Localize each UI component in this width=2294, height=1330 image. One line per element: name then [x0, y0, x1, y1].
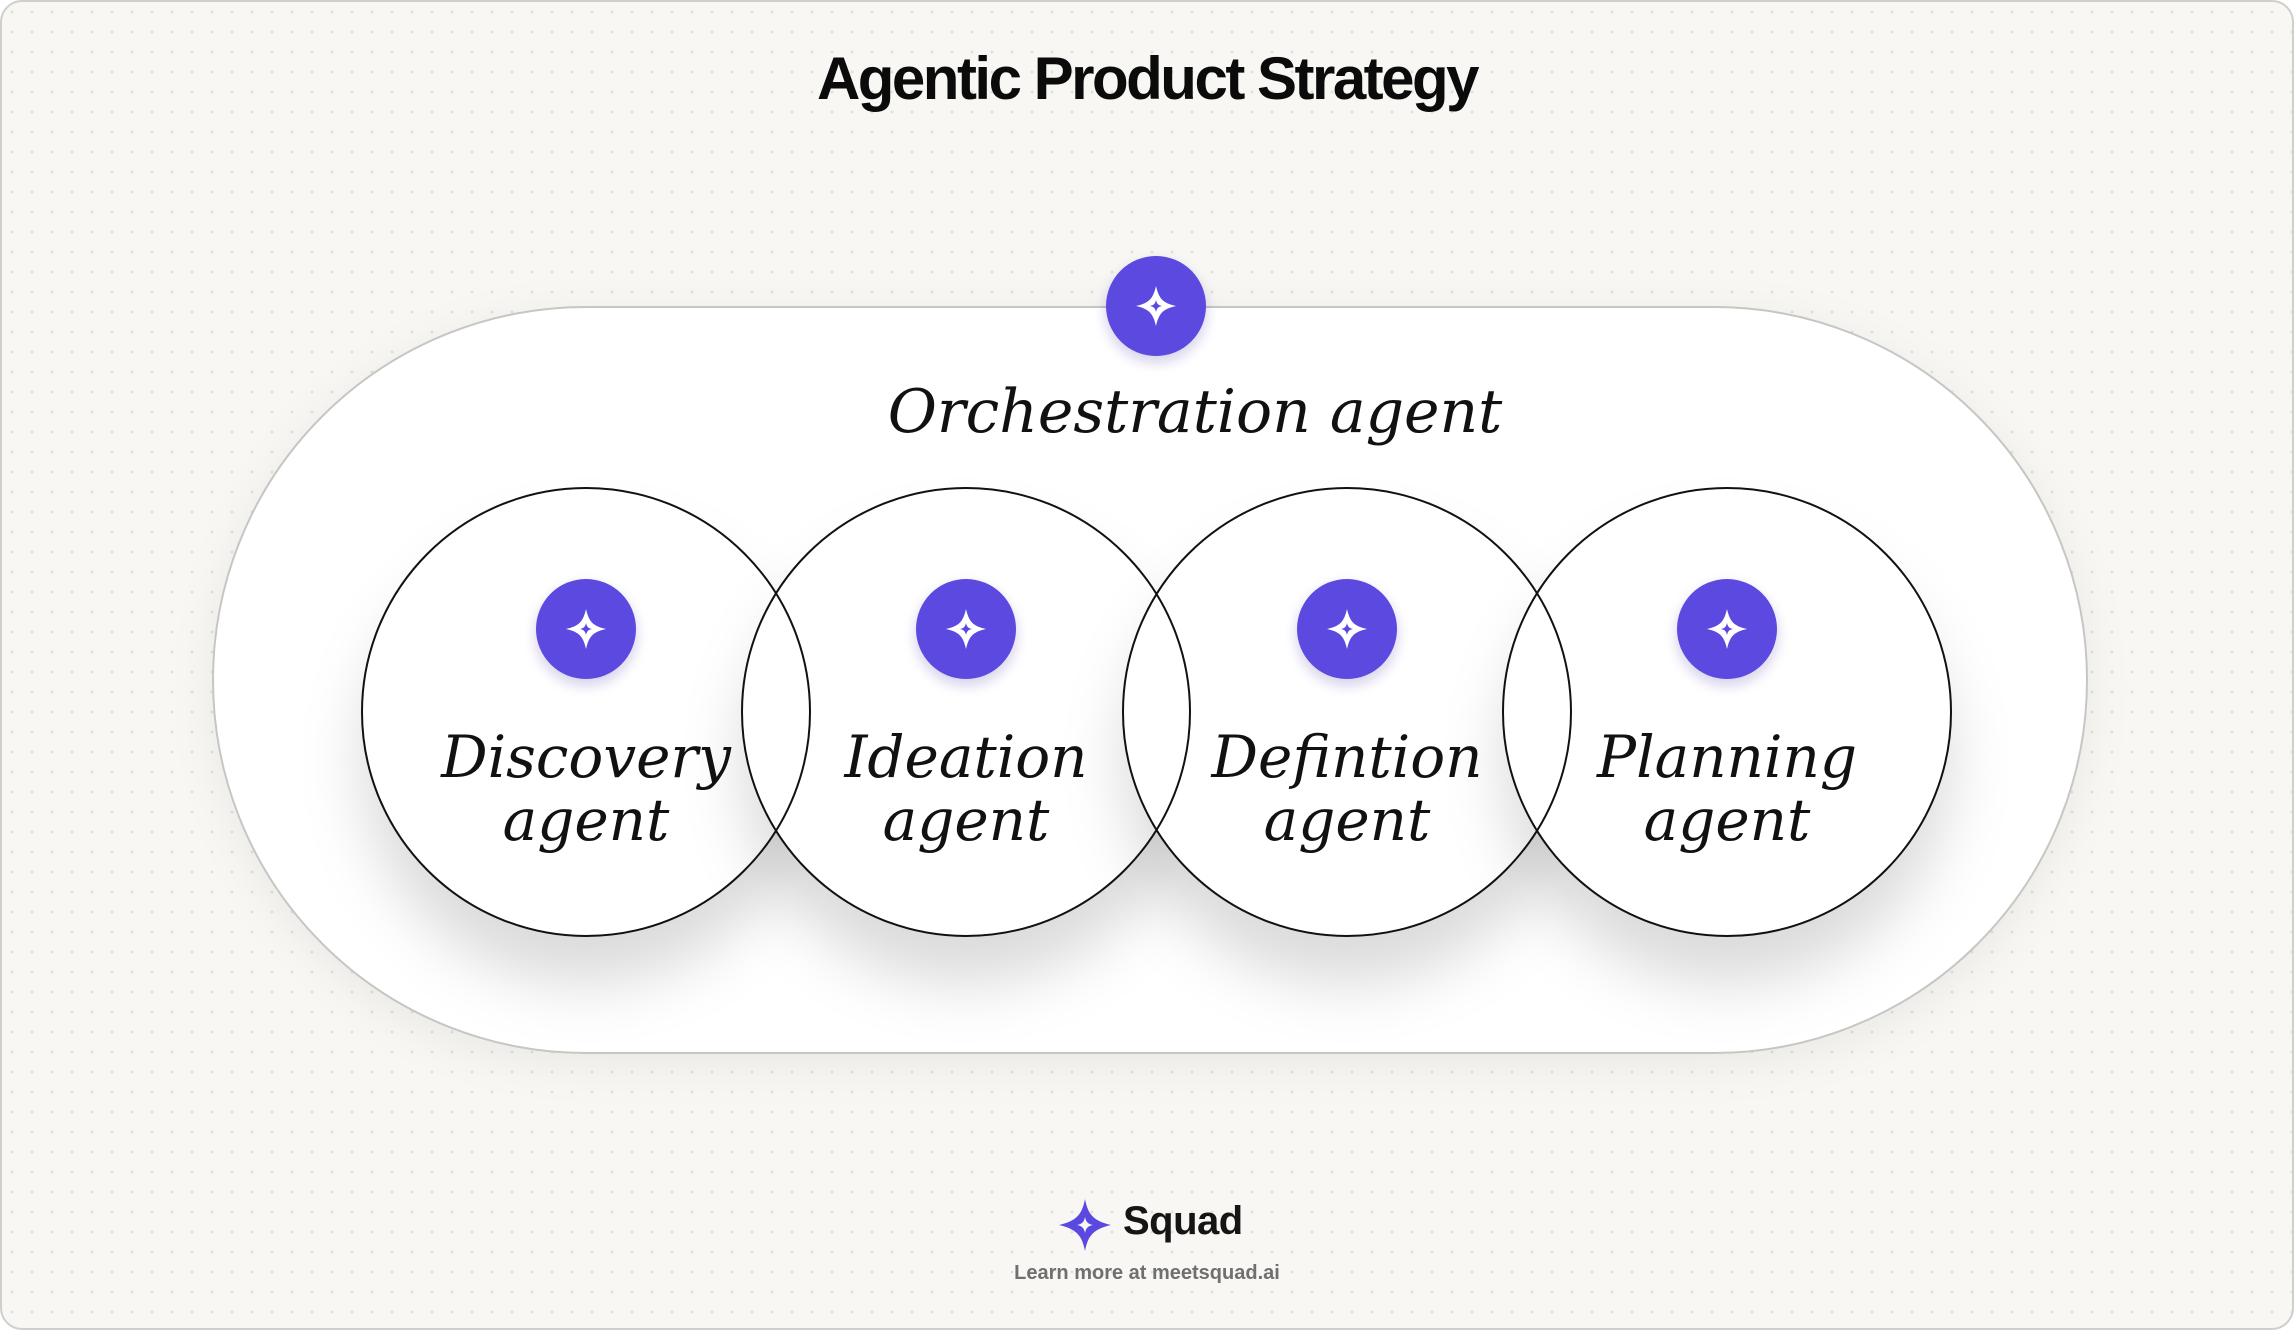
planning-agent-label-line1: Planning — [1596, 723, 1857, 791]
ideation-agent-circle — [741, 487, 1191, 937]
ideation-agent-label-line1: Ideation — [843, 723, 1087, 791]
discovery-agent-label-line1: Discovery — [440, 723, 732, 791]
discovery-agent-label-line2: agent — [503, 786, 670, 854]
discovery-agent-shadow — [362, 488, 810, 936]
ideation-agent-shadow — [742, 488, 1190, 936]
orchestration-agent-badge — [1106, 256, 1206, 356]
page-title: Agentic Product Strategy — [816, 45, 1480, 112]
definition-agent-label-line2: agent — [1264, 786, 1431, 854]
learn-more-link[interactable]: Learn more at meetsquad.ai — [1014, 1262, 1280, 1284]
definition-agent-circle — [1122, 487, 1572, 937]
discovery-agent-badge — [536, 579, 636, 679]
ideation-agent-badge — [916, 579, 1016, 679]
definition-agent-shadow — [1123, 488, 1571, 936]
orchestration-agent-label: Orchestration agent — [888, 377, 1503, 447]
definition-agent-label-line1: Defintion — [1211, 723, 1483, 791]
ideation-agent-label-line2: agent — [883, 786, 1050, 854]
planning-agent-circle — [1502, 487, 1952, 937]
brand-name: Squad — [1123, 1199, 1243, 1243]
planning-agent-label-line2: agent — [1644, 786, 1811, 854]
planning-agent-shadow — [1503, 488, 1951, 936]
squad-logo: Squad — [1057, 1195, 1243, 1255]
discovery-agent-circle — [361, 487, 811, 937]
planning-agent-badge — [1677, 579, 1777, 679]
squad-logo-icon — [1059, 1199, 1111, 1251]
definition-agent-badge — [1297, 579, 1397, 679]
